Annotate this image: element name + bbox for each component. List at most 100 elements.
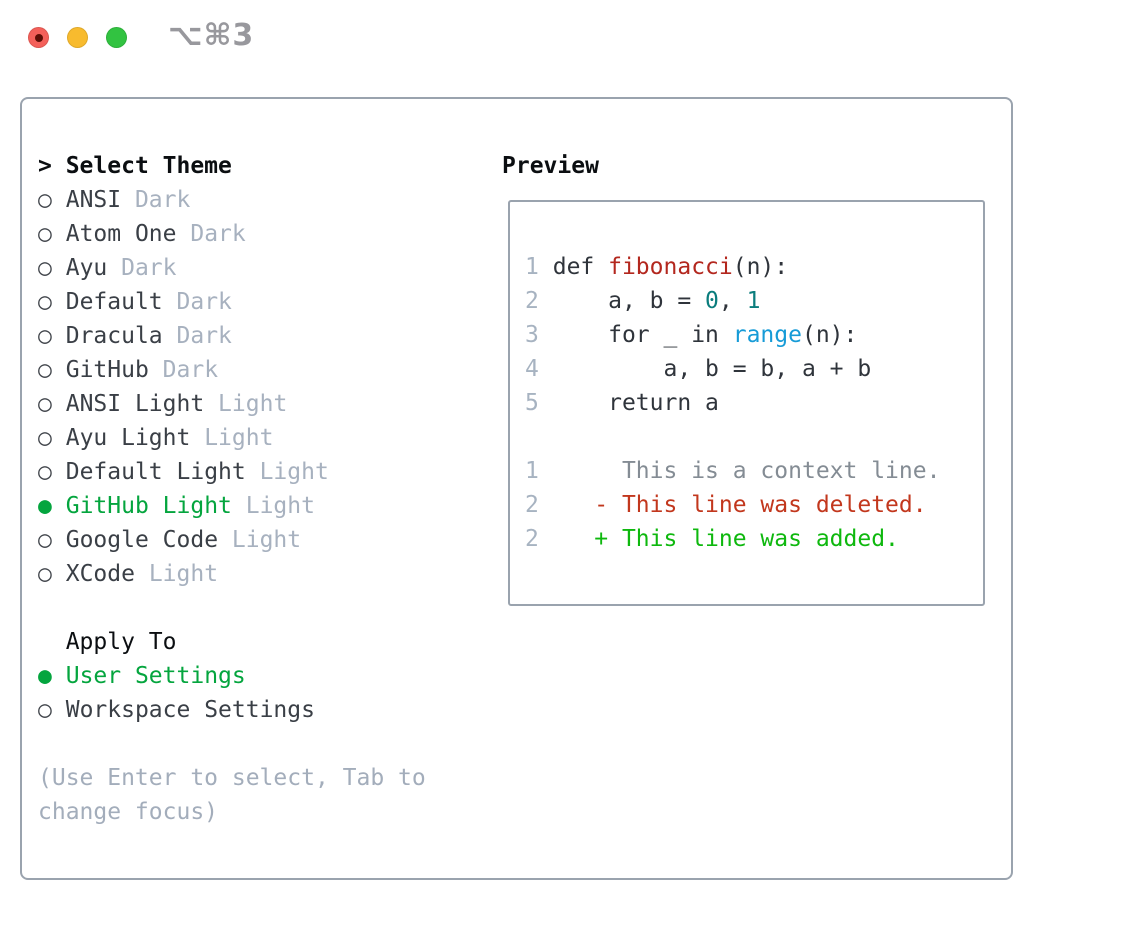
code-segment: a, b = b, a + b	[552, 356, 872, 382]
theme-option[interactable]: ○ GitHub Dark	[38, 353, 498, 387]
radio-off-icon: ○	[38, 561, 52, 587]
theme-name: ANSI Light	[65, 391, 205, 417]
theme-name: Ayu Light	[65, 425, 191, 451]
code-line: 3 for _ in range(n):	[525, 318, 983, 352]
theme-option[interactable]: ○ Ayu Dark	[38, 251, 498, 285]
radio-off-icon: ○	[38, 221, 52, 247]
window-title: ⌥⌘3	[168, 18, 255, 53]
theme-variant: Dark	[176, 221, 246, 247]
radio-off-icon: ○	[38, 697, 52, 723]
code-segment: (n):	[732, 254, 789, 280]
diff-line-deleted: 2 - This line was deleted.	[525, 488, 983, 522]
line-number: 4	[525, 356, 539, 382]
theme-variant: Light	[245, 459, 329, 485]
line-number: 5	[525, 390, 539, 416]
preview-section: Preview 1 def fibonacci(n):2 a, b = 0, 1…	[502, 149, 997, 606]
code-line: 1 def fibonacci(n):	[525, 250, 983, 284]
apply-option[interactable]: ● User Settings	[38, 659, 498, 693]
minimize-button[interactable]	[67, 27, 88, 48]
apply-option[interactable]: ○ Workspace Settings	[38, 693, 498, 727]
theme-variant: Light	[190, 425, 274, 451]
diff-text: This line was added.	[621, 526, 899, 552]
theme-picker-left-column: > Select Theme ○ ANSI Dark○ Atom One Dar…	[38, 149, 498, 829]
select-theme-label: Select Theme	[65, 153, 232, 179]
diff-line-added: 2 + This line was added.	[525, 522, 983, 556]
theme-option[interactable]: ○ Google Code Light	[38, 523, 498, 557]
radio-on-icon: ●	[38, 663, 52, 689]
line-number: 1	[525, 254, 539, 280]
theme-variant: Light	[231, 493, 315, 519]
theme-name: Default Light	[65, 459, 246, 485]
code-segment: return a	[552, 390, 719, 416]
code-segment: fibonacci	[608, 254, 733, 280]
radio-off-icon: ○	[38, 527, 52, 553]
radio-off-icon: ○	[38, 459, 52, 485]
code-line: 5 return a	[525, 386, 983, 420]
theme-option[interactable]: ○ Dracula Dark	[38, 319, 498, 353]
diff-text: This line was deleted.	[621, 492, 927, 518]
diff-line-context: 1 This is a context line.	[525, 454, 983, 488]
radio-off-icon: ○	[38, 391, 52, 417]
line-number: 2	[525, 526, 539, 552]
theme-name: Atom One	[65, 221, 177, 247]
close-button[interactable]	[28, 27, 49, 48]
theme-option[interactable]: ○ Atom One Dark	[38, 217, 498, 251]
apply-to-list: ● User Settings○ Workspace Settings	[38, 659, 498, 727]
apply-option-label: Workspace Settings	[65, 697, 315, 723]
theme-option[interactable]: ○ XCode Light	[38, 557, 498, 591]
theme-option[interactable]: ○ Ayu Light Light	[38, 421, 498, 455]
theme-name: Dracula	[65, 323, 163, 349]
code-segment: for _ in	[552, 322, 733, 348]
theme-option[interactable]: ○ ANSI Light Light	[38, 387, 498, 421]
theme-option[interactable]: ● GitHub Light Light	[38, 489, 498, 523]
theme-name: XCode	[65, 561, 135, 587]
theme-variant: Light	[218, 527, 302, 553]
titlebar: ⌥⌘3	[0, 0, 1140, 75]
cursor-icon: >	[38, 153, 66, 179]
diff-marker: +	[594, 526, 622, 552]
zoom-button[interactable]	[106, 27, 127, 48]
theme-picker-panel: > Select Theme ○ ANSI Dark○ Atom One Dar…	[20, 97, 1013, 880]
theme-name: Google Code	[65, 527, 219, 553]
code-segment: (n):	[801, 322, 858, 348]
line-number: 2	[525, 492, 539, 518]
radio-off-icon: ○	[38, 323, 52, 349]
radio-off-icon: ○	[38, 255, 52, 281]
radio-off-icon: ○	[38, 187, 52, 213]
line-number: 1	[525, 458, 539, 484]
theme-variant: Dark	[107, 255, 177, 281]
theme-name: Ayu	[65, 255, 108, 281]
spacer	[525, 420, 983, 454]
theme-list: ○ ANSI Dark○ Atom One Dark○ Ayu Dark○ De…	[38, 183, 498, 591]
apply-option-label: User Settings	[65, 663, 246, 689]
theme-option[interactable]: ○ Default Light Light	[38, 455, 498, 489]
radio-on-icon: ●	[38, 493, 52, 519]
preview-title: Preview	[502, 153, 599, 179]
theme-name: GitHub	[65, 357, 149, 383]
theme-option[interactable]: ○ Default Dark	[38, 285, 498, 319]
code-line: 2 a, b = 0, 1	[525, 284, 983, 318]
theme-variant: Light	[134, 561, 219, 587]
select-theme-header: > Select Theme	[38, 149, 498, 183]
diff-marker: -	[594, 492, 622, 518]
theme-name: GitHub Light	[65, 493, 232, 519]
radio-off-icon: ○	[38, 289, 52, 315]
theme-variant: Light	[204, 391, 288, 417]
hint-text-line1: (Use Enter to select, Tab to	[38, 765, 426, 791]
diff-block: 1 This is a context line.2 - This line w…	[525, 454, 983, 556]
code-segment: ,	[718, 288, 747, 314]
theme-option[interactable]: ○ ANSI Dark	[38, 183, 498, 217]
line-number: 3	[525, 322, 539, 348]
code-segment: a, b =	[552, 288, 706, 314]
line-number: 2	[525, 288, 539, 314]
radio-off-icon: ○	[38, 425, 52, 451]
radio-off-icon: ○	[38, 357, 52, 383]
theme-variant: Dark	[162, 323, 232, 349]
theme-name: ANSI	[65, 187, 122, 213]
apply-to-label: Apply To	[65, 629, 177, 655]
hint-text-line2: change focus)	[38, 799, 219, 825]
theme-variant: Dark	[162, 289, 232, 315]
spacer	[38, 591, 498, 625]
